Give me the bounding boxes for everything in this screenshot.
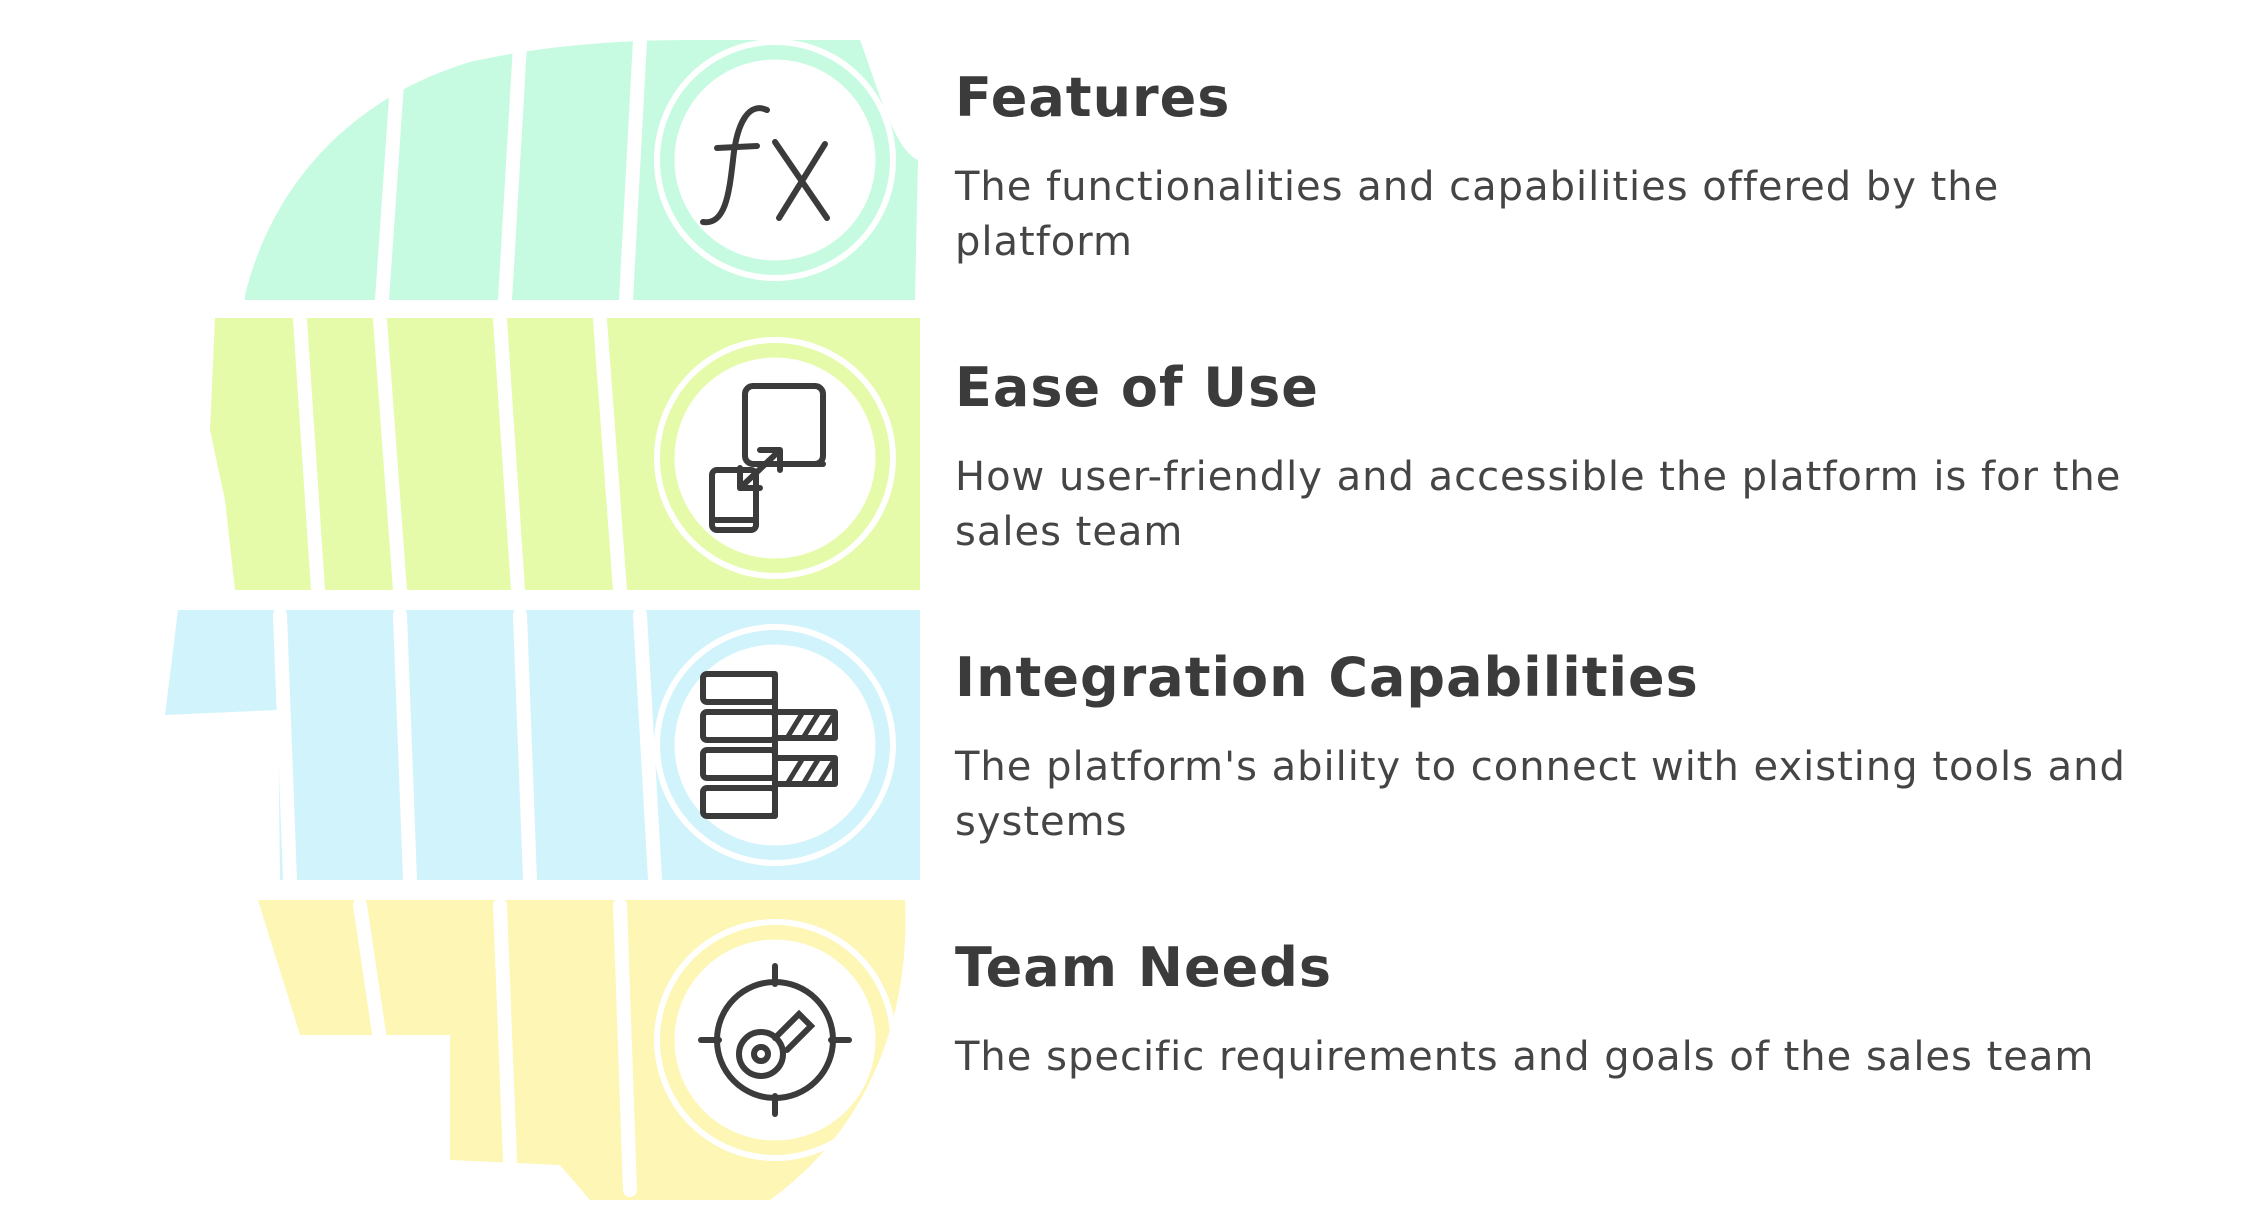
item-integration-capabilities: Integration Capabilities The platform's … [955,646,2185,850]
item-title: Integration Capabilities [955,646,1699,709]
item-title: Features [955,66,1231,129]
target-key-icon [695,960,855,1120]
item-ease-of-use: Ease of Use How user-friendly and access… [955,356,2185,560]
connected-blocks-icon [695,670,855,830]
item-description: The functionalities and capabilities off… [955,164,2000,265]
item-title: Team Needs [955,936,1333,999]
item-title: Ease of Use [955,356,1319,419]
item-features: Features The functionalities and capabil… [955,66,2185,270]
item-description: How user-friendly and accessible the pla… [955,454,2122,555]
resize-devices-icon [700,380,860,540]
item-description: The platform's ability to connect with e… [955,744,2126,845]
item-description: The specific requirements and goals of t… [955,1034,2095,1080]
function-fx-icon [695,80,855,240]
item-team-needs: Team Needs The specific requirements and… [955,936,2185,1085]
